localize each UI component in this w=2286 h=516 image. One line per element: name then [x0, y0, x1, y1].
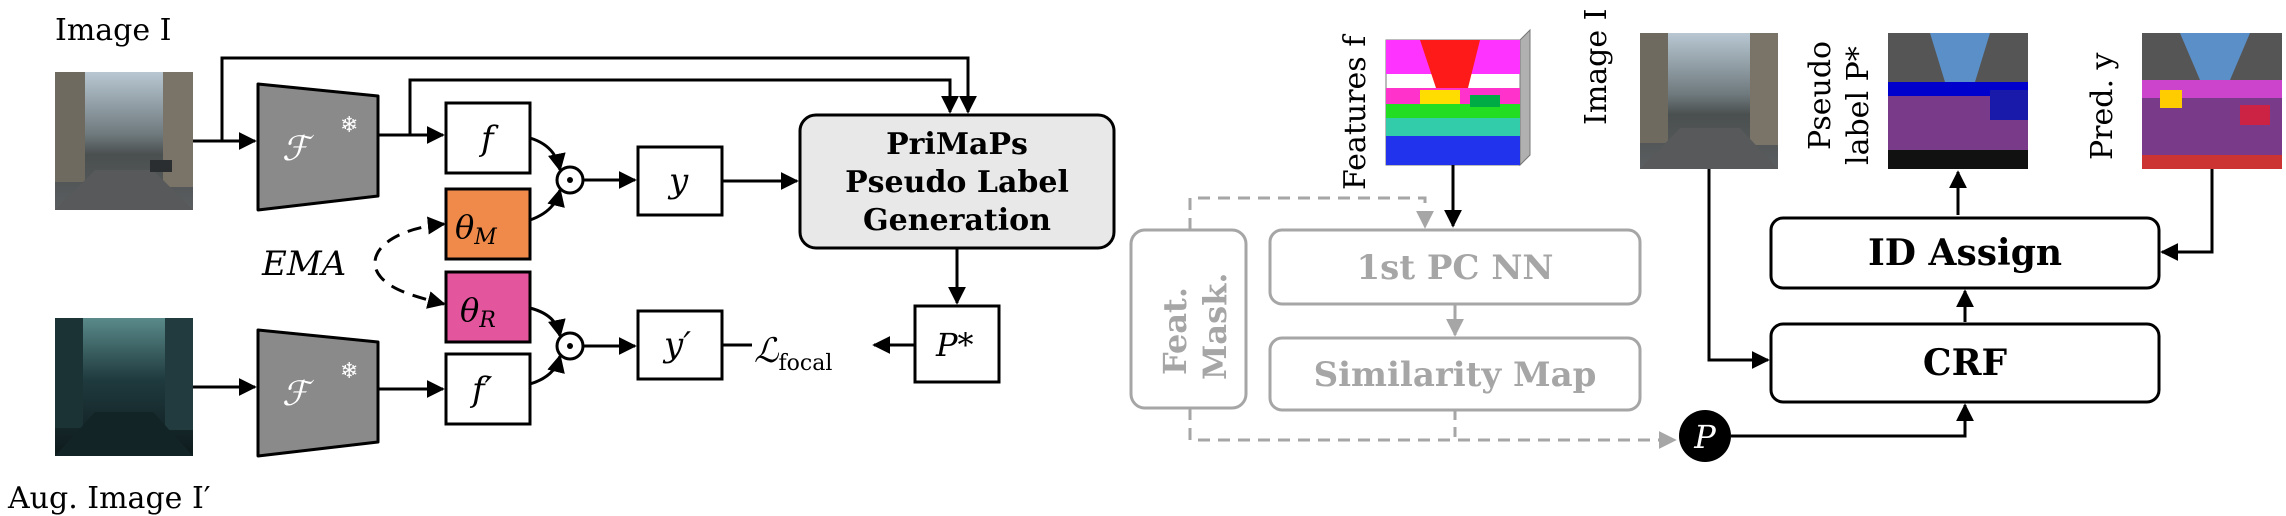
svg-text:Pseudo Label: Pseudo Label — [845, 165, 1069, 200]
pseudo-label-p-star-box — [913, 304, 1001, 384]
svg-text:y′: y′ — [662, 325, 691, 365]
svg-text:PriMaPs: PriMaPs — [886, 127, 1028, 162]
svg-text:Generation: Generation — [863, 203, 1051, 238]
svg-text:ID Assign: ID Assign — [1868, 232, 2062, 274]
pseudo-label-title-1: Pseudo — [1803, 41, 1838, 150]
theta-r-box — [444, 270, 532, 344]
aug-image-label: Aug. Image I′ — [7, 481, 211, 516]
svg-text:θR: θR — [460, 291, 496, 333]
features-label: Features f — [1338, 34, 1373, 190]
svg-text:y: y — [667, 161, 689, 201]
feature-f-prime-box — [444, 352, 532, 426]
prediction-label: Pred. y — [2085, 52, 2120, 160]
p-node — [1679, 410, 1731, 462]
crf-box — [1769, 322, 2161, 404]
svg-text:Mask.: Mask. — [1196, 273, 1234, 380]
svg-text:Feat.: Feat. — [1156, 287, 1194, 375]
prediction-y-box — [636, 145, 724, 217]
pseudo-label-thumbnail — [1888, 33, 2028, 169]
ema-label: EMA — [261, 244, 346, 284]
right-image-thumbnail — [1640, 33, 1778, 169]
features-cube — [1385, 28, 1531, 167]
input-image-thumbnail — [55, 72, 193, 210]
svg-text:θM: θM — [455, 208, 497, 250]
snowflake-icon: ❄ — [340, 113, 358, 138]
image-label: Image I — [55, 13, 172, 48]
augmented-image-thumbnail — [55, 318, 193, 456]
prediction-y-prime-box — [636, 309, 724, 381]
svg-text:CRF: CRF — [1923, 342, 2008, 384]
theta-m-box — [444, 187, 532, 261]
right-image-label: Image I — [1579, 8, 1614, 125]
id-assign-box — [1769, 216, 2161, 290]
svg-text:1st PC NN: 1st PC NN — [1357, 248, 1554, 288]
encoder-bottom: ℱ ❄ — [256, 328, 380, 458]
svg-text:P: P — [1693, 418, 1716, 456]
focal-loss-label: ℒfocal — [754, 331, 832, 376]
prediction-thumbnail — [2142, 33, 2282, 169]
encoder-top: ℱ ❄ — [256, 82, 380, 212]
snowflake-icon: ❄ — [340, 359, 358, 384]
svg-text:f′: f′ — [469, 370, 493, 410]
svg-text:Similarity Map: Similarity Map — [1314, 355, 1597, 395]
pseudo-label-title-2: label P* — [1841, 46, 1876, 165]
svg-text:P*: P* — [935, 326, 974, 364]
feature-f-box — [444, 101, 532, 175]
